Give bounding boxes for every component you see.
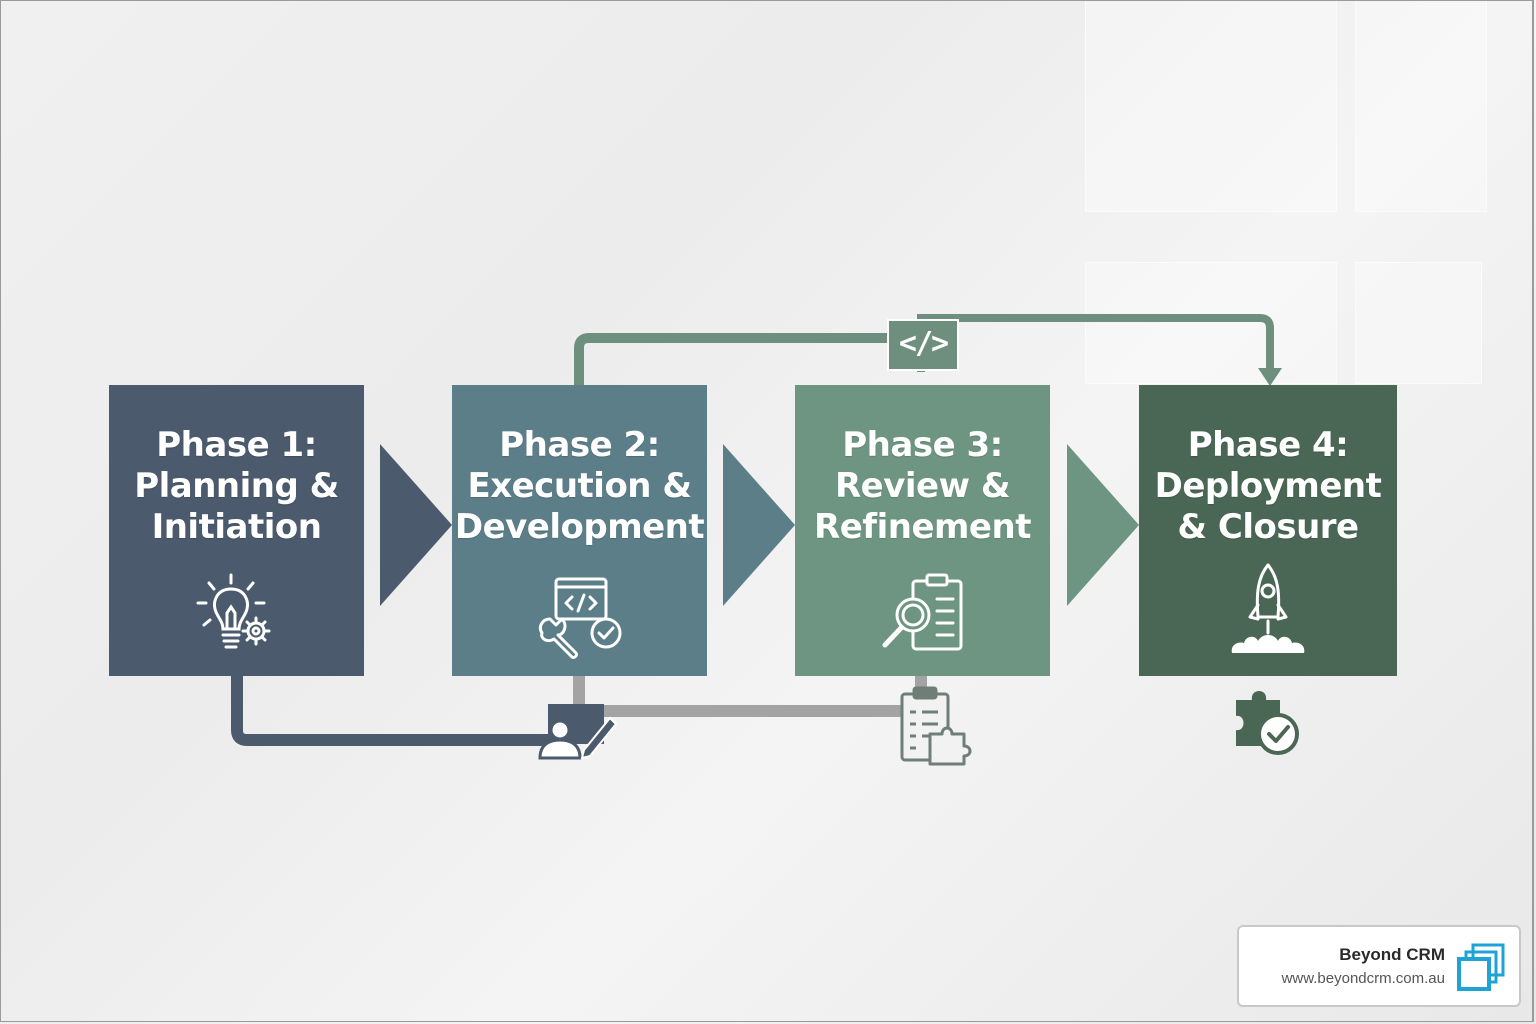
top-loop-line — [574, 333, 888, 388]
phase-2-box: Phase 2: Execution & Development — [452, 385, 707, 676]
background-panel — [1355, 262, 1482, 384]
phase-4-box: Phase 4: Deployment & Closure — [1139, 385, 1397, 676]
phase-3-box: Phase 3: Review & Refinement — [795, 385, 1050, 676]
chevron-arrow-3 — [1067, 444, 1139, 606]
background-panel — [1085, 0, 1337, 212]
top-loop-line-2 — [917, 314, 1274, 372]
brand-url[interactable]: www.beyondcrm.com.au — [1281, 970, 1445, 987]
lightbulb-gear-icon — [196, 573, 270, 649]
background-panel — [1355, 0, 1487, 212]
chevron-arrow-2 — [723, 444, 795, 606]
bottom-dark-line — [231, 676, 560, 746]
background-panel — [1085, 262, 1337, 384]
clipboard-puzzle-icon — [900, 686, 972, 766]
puzzle-check-icon — [1236, 691, 1299, 755]
phase-3-title: Phase 3: Review & Refinement — [814, 425, 1031, 547]
bottom-grey-line — [573, 676, 927, 717]
phase-2-title: Phase 2: Execution & Development — [454, 425, 705, 547]
brand-card[interactable]: Beyond CRM www.beyondcrm.com.au — [1237, 925, 1521, 1007]
phase-4-title: Phase 4: Deployment & Closure — [1154, 425, 1382, 547]
user-pen-icon — [538, 704, 618, 760]
code-wrench-check-icon — [538, 577, 621, 659]
brand-logo-icon — [1457, 943, 1505, 991]
top-loop-arrowhead — [1258, 368, 1282, 386]
rocket-icon — [1231, 563, 1305, 653]
phase-1-title: Phase 1: Planning & Initiation — [134, 425, 339, 547]
clipboard-magnifier-icon — [882, 573, 962, 651]
code-badge: </> — [887, 319, 959, 371]
brand-name: Beyond CRM — [1339, 945, 1445, 964]
chevron-arrow-1 — [380, 444, 452, 606]
phase-1-box: Phase 1: Planning & Initiation — [109, 385, 364, 676]
